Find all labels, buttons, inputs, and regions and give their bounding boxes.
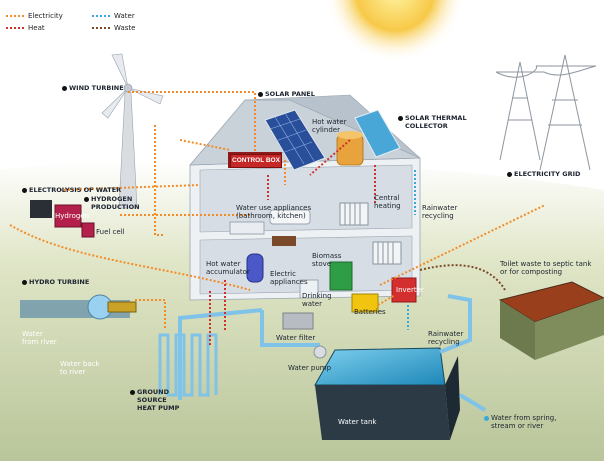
water-filter-icon <box>282 312 314 330</box>
water-pump-label: Water pump <box>288 364 332 372</box>
waste-swatch <box>92 27 110 29</box>
legend-electricity: Electricity <box>6 12 63 20</box>
hot-water-cylinder-icon <box>336 131 364 166</box>
electricity-flow <box>9 91 546 330</box>
water-pump-icon <box>313 345 327 359</box>
solar-panel-icon <box>264 109 326 171</box>
solar-panel-label: SOLAR PANEL <box>258 90 315 98</box>
bath-icon <box>269 209 311 225</box>
water-tank-icon <box>314 347 460 440</box>
batteries-icon <box>351 293 379 313</box>
control-box: CONTROL BOX <box>230 154 282 168</box>
wind-turbine-label: WIND TURBINE <box>62 84 124 92</box>
electrolysis-label: ELECTROLYSIS OF WATER <box>22 186 121 194</box>
hydro-turbine-icon <box>20 294 137 320</box>
water-tank-label: Water tank <box>338 418 377 426</box>
drinking-water-icon <box>299 279 319 299</box>
table-icon <box>272 236 296 246</box>
legend-water-label: Water <box>114 12 135 20</box>
inverter-icon <box>391 277 417 303</box>
sink-icon <box>229 221 265 235</box>
legend-heat: Heat <box>6 24 45 32</box>
radiator-icon <box>339 202 369 226</box>
heat-swatch <box>6 27 24 29</box>
hydrogen-tank-icon <box>54 204 82 228</box>
water-filter-label: Water filter <box>276 334 316 342</box>
legend-waste: Waste <box>92 24 135 32</box>
biomass-stove-icon <box>329 261 353 291</box>
fuel-cell-icon <box>81 222 95 238</box>
water-from-spring-label: Water from spring,stream or river <box>484 414 556 430</box>
legend-water: Water <box>92 12 135 20</box>
wind-turbine-icon <box>101 53 164 209</box>
legend-electricity-label: Electricity <box>28 12 63 20</box>
hydrogen-label: Hydrogen <box>55 212 90 220</box>
legend-heat-label: Heat <box>28 24 45 32</box>
batteries-label: Batteries <box>354 308 386 316</box>
waste-flow <box>419 264 506 291</box>
water-use-appliances-label: Water use appliances(bathroom, kitchen) <box>236 204 312 220</box>
septic-tank-icon <box>498 281 604 360</box>
inverter-label: Inverter <box>396 286 424 294</box>
water-pipe <box>178 294 487 412</box>
electricity-grid-label: ELECTRICITY GRID <box>507 170 580 178</box>
fuel-cell-label: Fuel cell <box>96 228 125 236</box>
electricity-grid-icon <box>495 54 597 171</box>
water-swatch <box>92 15 110 17</box>
electricity-swatch <box>6 15 24 17</box>
electrolysis-icon <box>30 200 52 218</box>
heat-flow <box>209 139 376 345</box>
sun <box>325 0 465 62</box>
legend-waste-label: Waste <box>114 24 136 32</box>
water-flow <box>407 170 416 330</box>
hydro-turbine-label: HYDRO TURBINE <box>22 278 89 286</box>
radiator-icon-2 <box>372 241 402 265</box>
hot-water-accumulator-icon <box>246 253 264 283</box>
ground-heat-pump-coils <box>158 333 218 397</box>
solar-thermal-collector-icon <box>354 109 401 158</box>
